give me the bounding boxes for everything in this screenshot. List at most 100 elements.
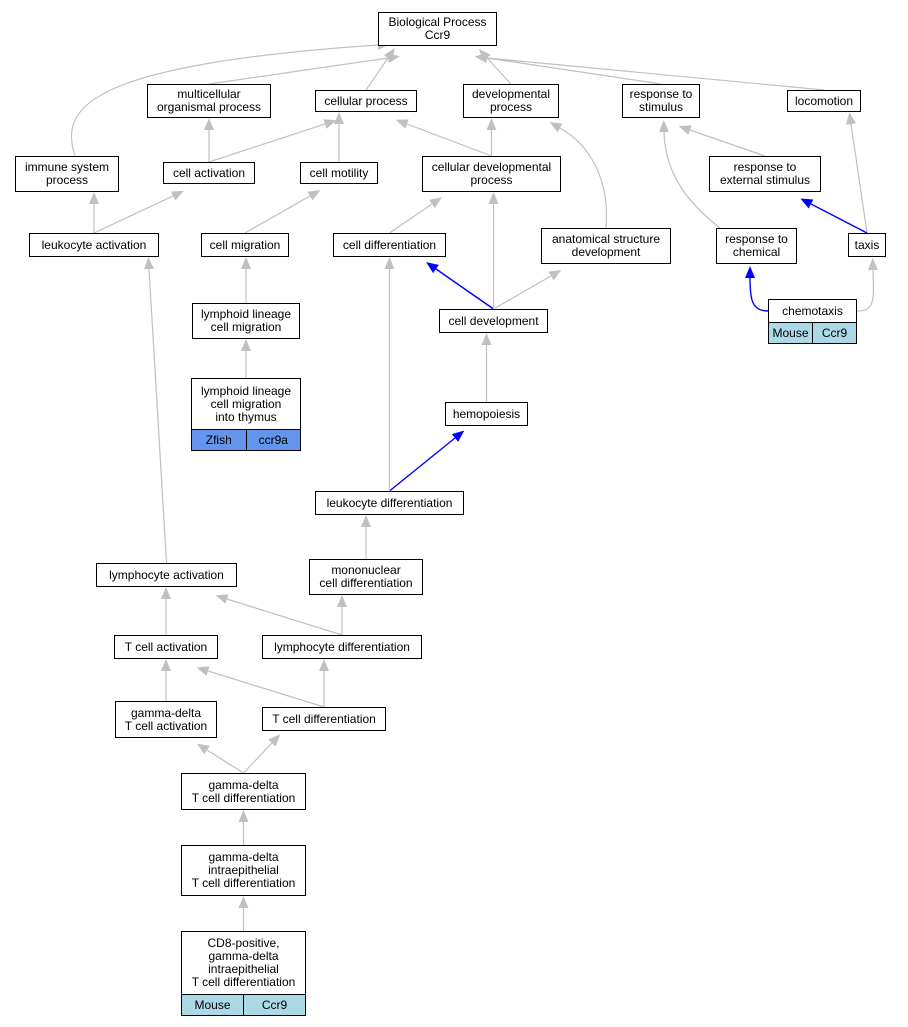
- node-label-line: T cell activation: [124, 718, 208, 733]
- node-cell-activation[interactable]: cell activation: [163, 162, 255, 184]
- arrowhead: [307, 190, 321, 201]
- node-label-line: response to: [733, 160, 797, 174]
- node-label: cell migration: [202, 234, 288, 256]
- edge-cell-differentiation-to-cell-dev-process: [389, 203, 433, 234]
- arrowhead: [323, 119, 337, 129]
- edge-gd-diff-to-t-diff: [243, 742, 273, 774]
- node-label-line: cell motility: [309, 165, 369, 180]
- node-label-line: into thymus: [215, 409, 277, 424]
- node-label: lymphocyte differentiation: [263, 636, 421, 658]
- arrowhead: [429, 197, 442, 209]
- node-cell-development[interactable]: cell development: [439, 309, 548, 333]
- edge-developmental-to-bp: [486, 57, 512, 85]
- node-label-line: T cell differentiation: [272, 711, 376, 726]
- node-lymphocyte-activation[interactable]: lymphocyte activation: [96, 563, 237, 587]
- arrowhead: [800, 198, 814, 209]
- arrowhead: [659, 120, 669, 133]
- node-locomotion[interactable]: locomotion: [787, 90, 861, 112]
- node-label: hemopoiesis: [446, 403, 527, 425]
- edge-leukocyte-diff-to-hemopoiesis: [389, 437, 456, 492]
- node-label: cell motility: [301, 163, 377, 183]
- node-label-line: development: [571, 245, 641, 259]
- edge-locomotion-to-bp: [486, 57, 825, 91]
- arrowhead: [215, 594, 229, 604]
- node-cell-motility[interactable]: cell motility: [300, 162, 378, 184]
- node-label-line: lymphoid lineage: [200, 307, 292, 321]
- arrowhead: [161, 659, 171, 671]
- node-lymphocyte-diff[interactable]: lymphocyte differentiation: [262, 635, 422, 659]
- node-label-line: cell migration: [209, 237, 281, 252]
- node-cellular-process[interactable]: cellular process: [315, 90, 417, 112]
- node-leukocyte-diff[interactable]: leukocyte differentiation: [315, 491, 464, 515]
- node-label-line: anatomical structure: [551, 232, 661, 246]
- annotation-gene: Ccr9: [243, 995, 305, 1015]
- node-cell-differentiation[interactable]: cell differentiation: [333, 233, 446, 257]
- arrowhead: [548, 270, 562, 281]
- node-label: leukocyte activation: [30, 234, 158, 256]
- node-label-line: process: [45, 173, 89, 187]
- node-label-line: taxis: [854, 237, 880, 252]
- node-label-line: T cell differentiation: [191, 975, 296, 989]
- node-taxis[interactable]: taxis: [848, 233, 886, 257]
- node-label-line: organismal process: [156, 100, 262, 114]
- edge-chemotaxis-to-response-chemical: [749, 277, 769, 312]
- arrowhead: [475, 53, 488, 63]
- node-hemopoiesis[interactable]: hemopoiesis: [445, 402, 528, 426]
- node-label-line: T cell activation: [124, 639, 208, 654]
- node-label-line: T cell differentiation: [191, 790, 296, 805]
- node-label-line: lymphocyte activation: [109, 567, 224, 582]
- arrowhead: [868, 258, 878, 271]
- node-label-line: developmental: [471, 87, 551, 101]
- edge-cellular-process-to-bp: [365, 57, 389, 91]
- node-label-line: cell migration: [210, 396, 282, 411]
- node-label-line: Ccr9: [424, 28, 451, 42]
- node-label-line: cell development: [448, 313, 539, 328]
- arrowhead: [89, 192, 99, 204]
- arrowhead: [395, 119, 409, 129]
- node-label-line: external stimulus: [719, 173, 811, 187]
- node-t-diff[interactable]: T cell differentiation: [262, 707, 386, 731]
- node-label: chemotaxis: [769, 300, 856, 322]
- node-label-line: response to: [725, 232, 788, 246]
- node-cell-migration[interactable]: cell migration: [201, 233, 289, 257]
- node-label-line: gamma-delta: [130, 705, 202, 720]
- arrowhead: [426, 262, 439, 274]
- node-leukocyte-activation[interactable]: leukocyte activation: [29, 233, 159, 257]
- node-label-line: chemical: [732, 245, 781, 259]
- node-label-line: gamma-delta: [208, 777, 279, 792]
- edge-response-chemical-to-response-stimulus: [663, 131, 721, 229]
- node-label-line: hemopoiesis: [452, 406, 521, 421]
- edge-cell-development-to-cell-differentiation: [435, 268, 494, 310]
- arrowhead: [486, 118, 497, 130]
- annotation-species: Mouse: [772, 325, 809, 340]
- node-t-activation[interactable]: T cell activation: [114, 635, 218, 659]
- arrowhead: [204, 118, 214, 130]
- arrowhead: [383, 48, 395, 61]
